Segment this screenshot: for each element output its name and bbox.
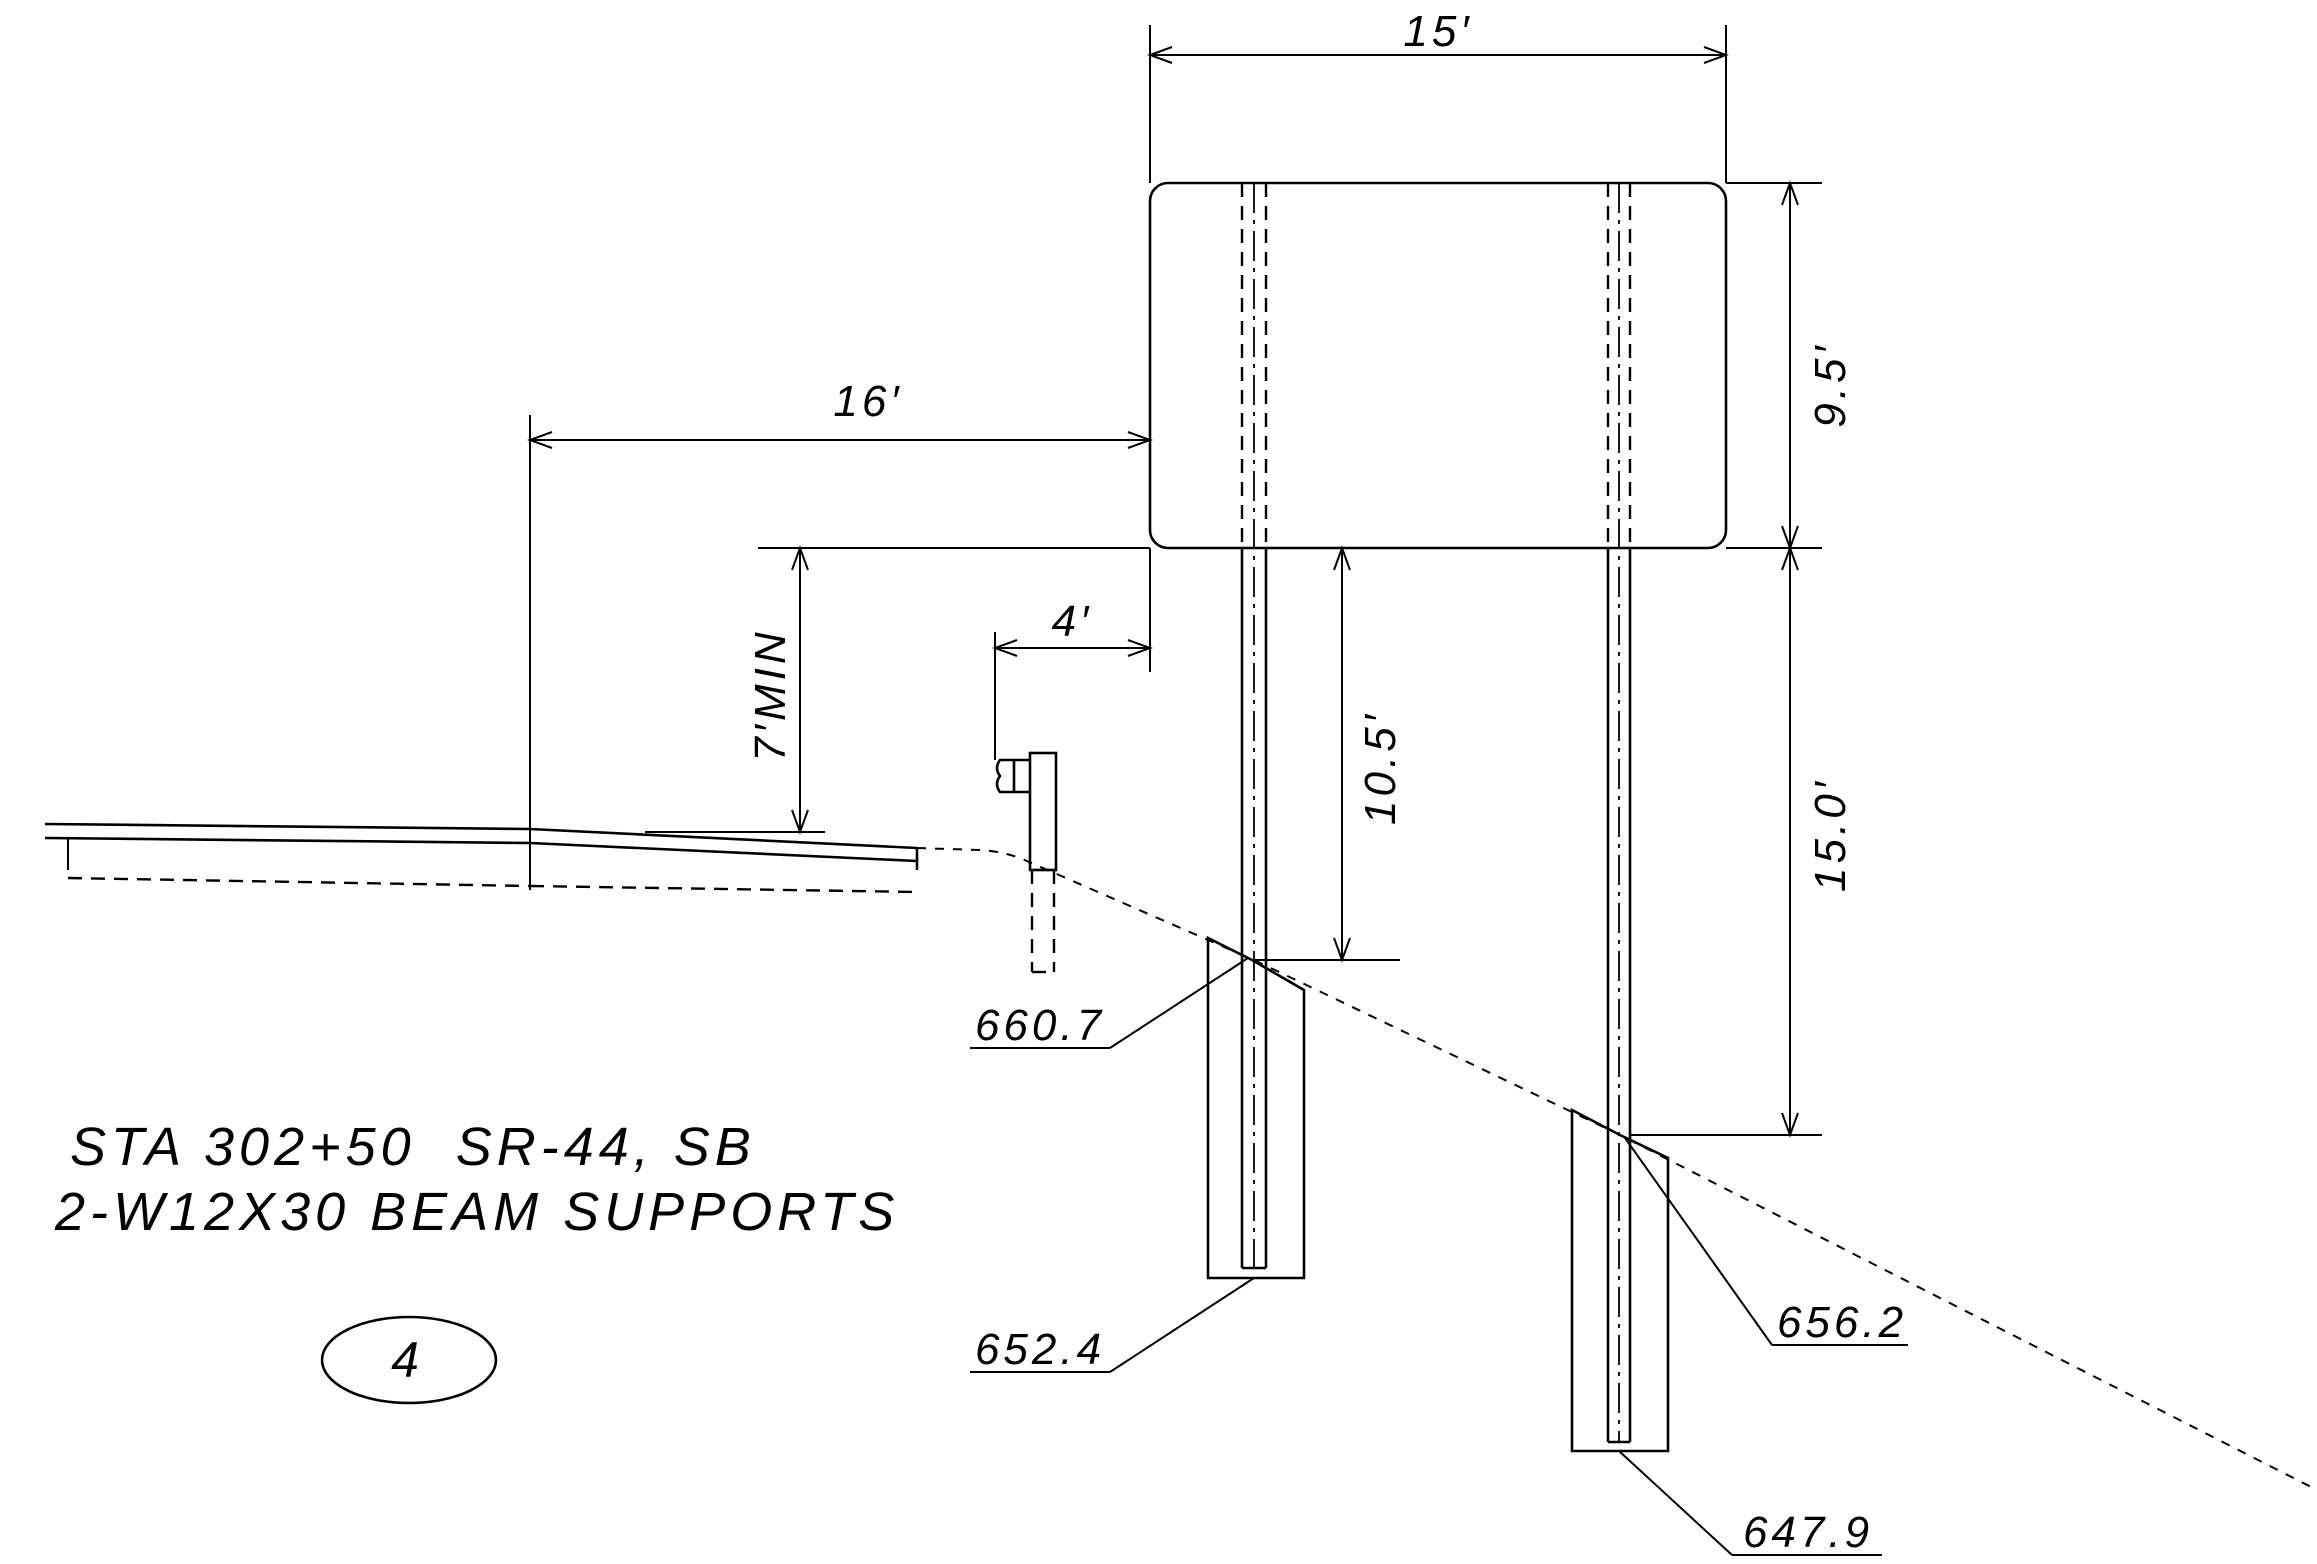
dimension-sign-width: 15′ xyxy=(1147,7,1729,183)
left-post-exposed-label: 10.5′ xyxy=(1356,711,1405,825)
elevation-left-ground: 660.7 xyxy=(970,957,1249,1050)
sign-width-label: 15′ xyxy=(1403,7,1472,56)
ground-line xyxy=(916,847,2317,1491)
right-foundation xyxy=(1570,1107,1670,1453)
dimension-offset: 16′ xyxy=(527,377,1153,890)
left-post xyxy=(1240,183,1268,1270)
guardrail xyxy=(995,751,1058,974)
roadway-section xyxy=(44,822,919,894)
dimension-sign-height: 9.5′ xyxy=(1726,180,1855,551)
elevation-left-bottom: 652.4 xyxy=(970,1277,1255,1374)
dimension-right-post-exposed: 15.0′ xyxy=(1630,545,1855,1138)
elevation-right-bottom: 647.9 xyxy=(1618,1450,1882,1557)
dimension-rail-offset: 4′ xyxy=(992,597,1153,760)
sheet-number: 4 xyxy=(391,1332,419,1388)
elevation-left-bottom-label: 652.4 xyxy=(975,1325,1105,1374)
right-post-exposed-label: 15.0′ xyxy=(1806,778,1855,892)
sign-height-label: 9.5′ xyxy=(1806,342,1855,427)
left-foundation xyxy=(1206,935,1306,1280)
rail-offset-label: 4′ xyxy=(1052,597,1093,646)
dimension-vertical-clearance: 7′MIN xyxy=(746,545,1151,835)
right-post xyxy=(1606,183,1632,1444)
elevation-right-bottom-label: 647.9 xyxy=(1743,1508,1873,1557)
elevation-right-ground: 656.2 xyxy=(1624,1137,1908,1347)
sheet-number-bubble: 4 xyxy=(320,1315,498,1405)
dimension-left-post-exposed: 10.5′ xyxy=(1254,545,1405,963)
elevation-right-ground-label: 656.2 xyxy=(1777,1298,1907,1347)
offset-label: 16′ xyxy=(833,377,902,426)
elevation-left-ground-label: 660.7 xyxy=(975,1001,1105,1050)
sign-panel xyxy=(1148,181,1728,550)
vertical-clearance-label: 7′MIN xyxy=(746,628,795,761)
title-line-1: STA 302+50 SR-44, SB xyxy=(70,1117,756,1177)
title-line-2: 2-W12X30 BEAM SUPPORTS xyxy=(54,1182,899,1242)
